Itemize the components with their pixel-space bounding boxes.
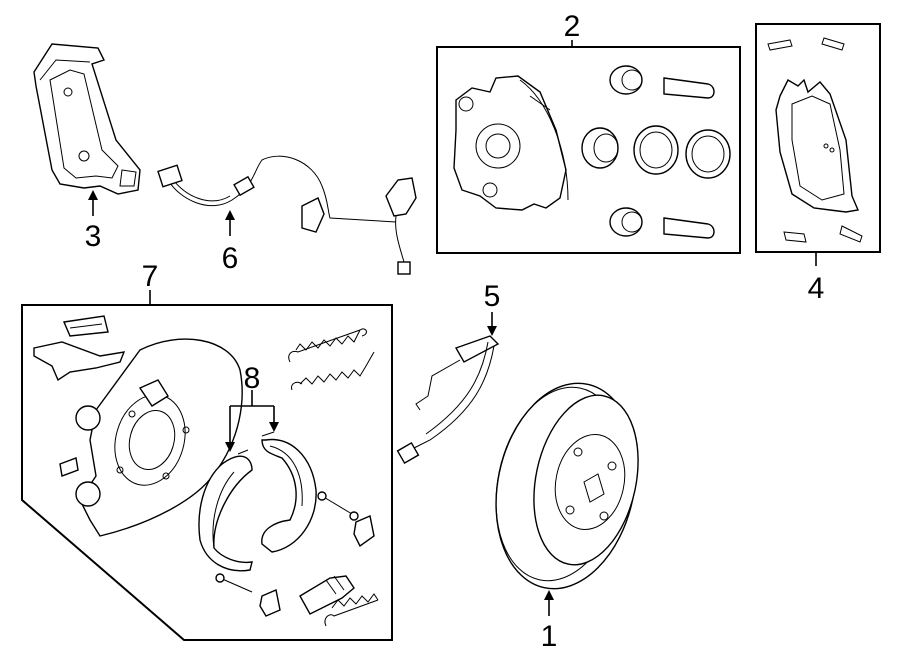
caliper-guide-pin-lower[interactable] (609, 207, 715, 239)
hold-down-pins[interactable] (215, 491, 375, 617)
callout-8: 8 (244, 362, 261, 395)
brake-pad-set[interactable] (767, 37, 863, 243)
callout-7: 7 (142, 260, 159, 293)
callout-2: 2 (564, 10, 581, 43)
return-springs[interactable] (288, 328, 379, 627)
callout-5: 5 (484, 280, 501, 313)
callout-6: 6 (222, 242, 239, 275)
caliper-piston-seal[interactable] (633, 125, 731, 179)
parking-brake-shoes[interactable] (198, 431, 317, 572)
caliper-bracket[interactable] (33, 43, 141, 195)
adjuster-screw[interactable] (299, 575, 355, 615)
caliper-guide-pin-upper[interactable] (609, 65, 715, 99)
callout-1: 1 (541, 620, 558, 653)
caliper-piston[interactable] (581, 127, 619, 169)
callout-4: 4 (808, 272, 825, 305)
parking-brake-assembly[interactable] (33, 315, 243, 537)
callout-3: 3 (85, 220, 102, 253)
callout-1-leader (544, 590, 554, 616)
callout-3-leader (88, 190, 98, 216)
parking-brake-box (21, 304, 393, 641)
callout-8-leader (225, 390, 279, 452)
brake-pad-box (755, 23, 881, 253)
pad-wear-sensor[interactable] (396, 335, 500, 465)
caliper-assembly[interactable] (453, 75, 569, 211)
brake-rotor[interactable] (478, 370, 654, 602)
callout-6-leader (225, 210, 235, 236)
caliper-kit-box (436, 46, 741, 254)
callout-5-leader (487, 312, 497, 336)
abs-wheel-speed-sensor[interactable] (157, 155, 417, 275)
